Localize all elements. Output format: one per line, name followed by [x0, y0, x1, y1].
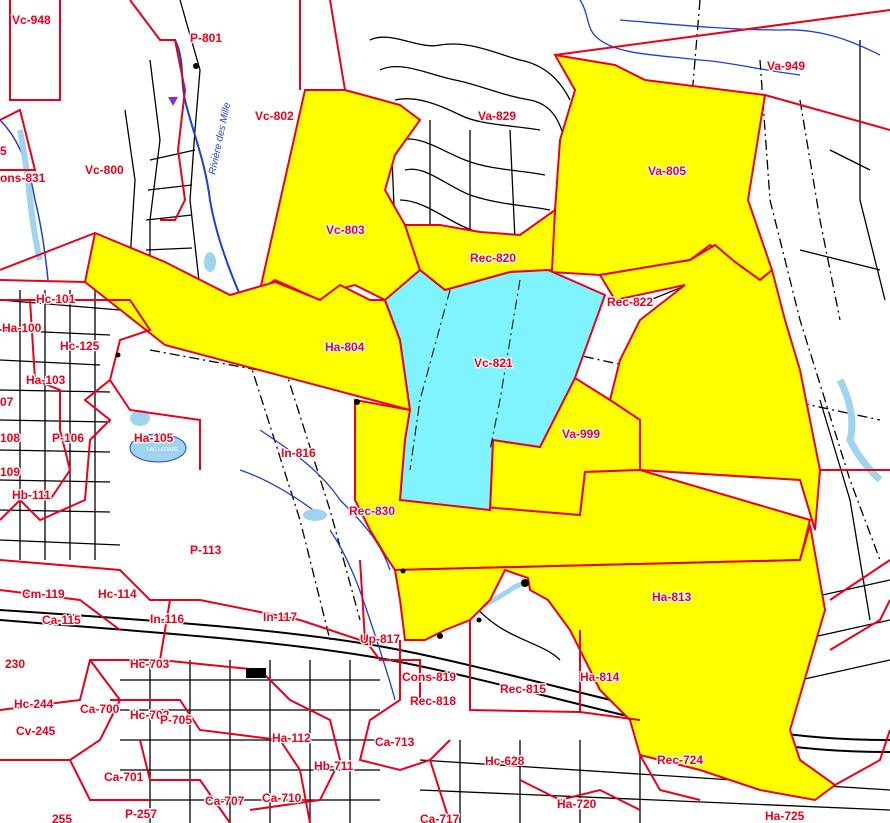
zone-label: Rec-818: [410, 694, 456, 708]
zone-label: Ha-103: [26, 373, 66, 387]
zone-label: Hc-244: [14, 697, 54, 711]
zone-label: Vc-803: [326, 223, 365, 237]
zone-label: Hb-711: [314, 759, 354, 773]
zone-label: P-106: [52, 431, 84, 445]
zone-rec-822: [598, 243, 822, 531]
zone-label: Ha-814: [580, 670, 620, 684]
map-markers: [115, 63, 529, 678]
zone-label: Ha-720: [557, 797, 597, 811]
river-label: Rivière des Mille: [207, 101, 233, 175]
zone-label: Ca-707: [205, 794, 245, 808]
lake-label: LAC LEGARE: [147, 447, 179, 453]
zone-label: 109: [0, 465, 20, 479]
zone-label: Hc-703: [130, 657, 170, 671]
zone-label: Vc-821: [474, 356, 513, 370]
zone-label: 255: [52, 812, 72, 823]
zone-label: Vc-800: [85, 163, 124, 177]
zone-label: Va-805: [648, 164, 686, 178]
triangle-marker: [168, 97, 178, 106]
zone-label: In-816: [281, 446, 316, 460]
zone-label: P-801: [190, 31, 222, 45]
zone-label: Hc-114: [98, 587, 137, 601]
zone-label: Hc-628: [485, 754, 525, 768]
zone-label: Ha-813: [652, 590, 692, 604]
zone-label: Ca-713: [375, 735, 415, 749]
zone-label: Hc-702: [130, 708, 170, 722]
zone-ha-813: [393, 524, 837, 802]
zone-label: Ca-115: [42, 613, 81, 627]
zone-label: Va-829: [478, 109, 516, 123]
zone-label: 5: [0, 144, 7, 158]
zone-label: Va-949: [767, 59, 805, 73]
zone-label: P-257: [125, 807, 157, 821]
zone-label: Hb-111: [12, 488, 51, 502]
zone-labels: Vc-948 P-801 Va-949 Vc-802 Va-829 Vc-800…: [0, 12, 807, 823]
zone-label: Up-817: [360, 632, 400, 646]
zone-label: ons-831: [0, 171, 46, 185]
zone-label: Ca-701: [104, 770, 144, 784]
zone-label: Cons-819: [402, 670, 456, 684]
zone-label: Ca-700: [80, 702, 120, 716]
zone-label: Ha-804: [325, 340, 365, 354]
zone-label: Ca-717: [420, 812, 460, 823]
zone-label: Ha-725: [765, 809, 805, 823]
zone-label: Cv-245: [16, 724, 56, 738]
zone-label: Rec-724: [657, 753, 703, 767]
zone-label: P-705: [160, 713, 192, 727]
zone-ha-804: [83, 231, 412, 412]
zone-label: Ca-710: [262, 791, 302, 805]
zone-label: Vc-802: [255, 109, 294, 123]
zone-label: Ha-100: [2, 321, 42, 335]
zone-label: Rec-830: [349, 504, 395, 518]
zone-label: Rec-815: [500, 682, 546, 696]
zone-label: Vc-948: [12, 13, 51, 27]
zone-label: Ha-105: [134, 431, 174, 445]
zone-label: 07: [0, 395, 14, 409]
zone-label: Ha-112: [272, 731, 311, 745]
zone-vc-821[interactable]: [383, 268, 607, 512]
zone-label: Cm-119: [22, 587, 65, 601]
zone-label: Rec-820: [470, 251, 516, 265]
zone-label: P-113: [190, 543, 222, 557]
zone-label: 108: [0, 431, 20, 445]
zone-label: Va-999: [562, 427, 600, 441]
highlighted-zones: [83, 53, 837, 802]
zone-label: 230: [5, 657, 25, 671]
zone-label: In-116: [150, 612, 184, 626]
zone-label: In-117: [263, 610, 297, 624]
zone-label: Hc-101: [36, 292, 76, 306]
zone-label: Rec-822: [607, 295, 653, 309]
lake-legare: [129, 433, 187, 463]
zone-label: Hc-125: [60, 339, 100, 353]
